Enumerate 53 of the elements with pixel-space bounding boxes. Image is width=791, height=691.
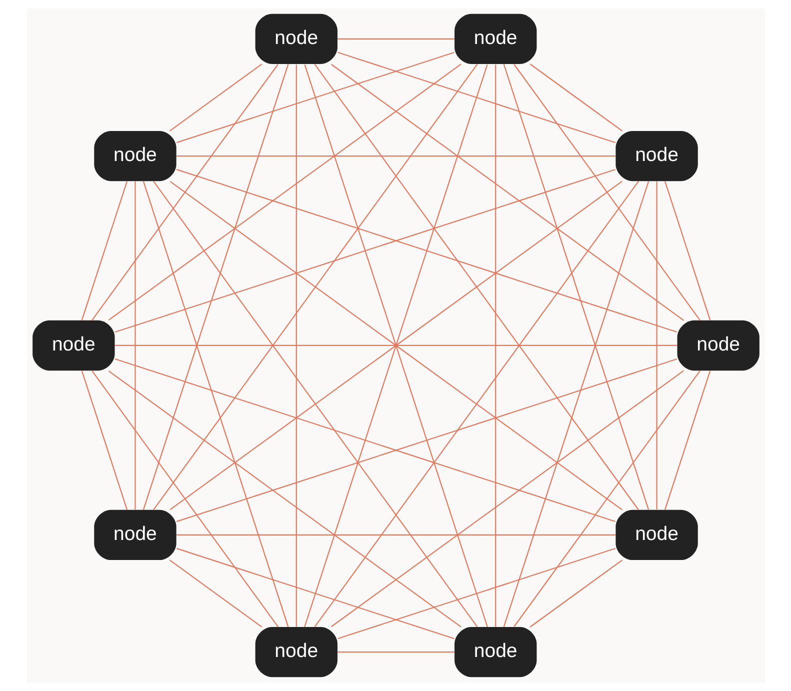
connector: [656, 181, 657, 510]
connector: [168, 64, 262, 132]
node-box: node: [615, 130, 698, 182]
node-box: node: [32, 320, 114, 371]
connector: [502, 64, 649, 510]
node-box: node: [94, 130, 176, 182]
connector: [176, 168, 677, 333]
connector: [152, 64, 478, 510]
node-box: node: [676, 320, 759, 371]
connector: [330, 64, 684, 321]
connector: [114, 168, 615, 333]
connector: [176, 548, 454, 640]
node-box: node: [254, 14, 337, 64]
node-box: node: [454, 627, 536, 678]
connector: [108, 370, 461, 628]
connector: [513, 370, 700, 627]
connector: [176, 358, 677, 522]
connector: [330, 370, 684, 628]
connector: [664, 181, 710, 320]
connector: [337, 548, 616, 640]
connector: [90, 64, 278, 321]
connector: [529, 560, 622, 628]
connector: [494, 64, 496, 627]
connector: [176, 155, 615, 157]
connector: [304, 64, 488, 628]
connector: [502, 181, 649, 627]
connector: [169, 180, 622, 510]
node-box: node: [254, 627, 337, 678]
connector: [168, 560, 262, 628]
connector: [337, 38, 454, 40]
connector: [314, 64, 638, 510]
connector: [114, 358, 615, 522]
connector: [337, 652, 454, 653]
connector: [664, 370, 710, 510]
connector: [529, 64, 622, 132]
node-box: node: [454, 14, 536, 64]
connector: [176, 52, 454, 144]
connector: [142, 181, 288, 627]
connector: [152, 180, 478, 628]
connector: [142, 64, 288, 510]
connector: [337, 52, 616, 144]
connector: [91, 370, 278, 628]
connector: [80, 181, 128, 320]
node-box: node: [615, 510, 698, 560]
node-box: node: [94, 510, 176, 560]
connector: [295, 64, 296, 627]
connector: [176, 534, 615, 536]
connector: [114, 344, 677, 346]
connector: [108, 64, 461, 321]
connector: [314, 180, 638, 628]
connector: [134, 181, 136, 510]
connector: [80, 370, 128, 510]
connector: [513, 64, 700, 321]
